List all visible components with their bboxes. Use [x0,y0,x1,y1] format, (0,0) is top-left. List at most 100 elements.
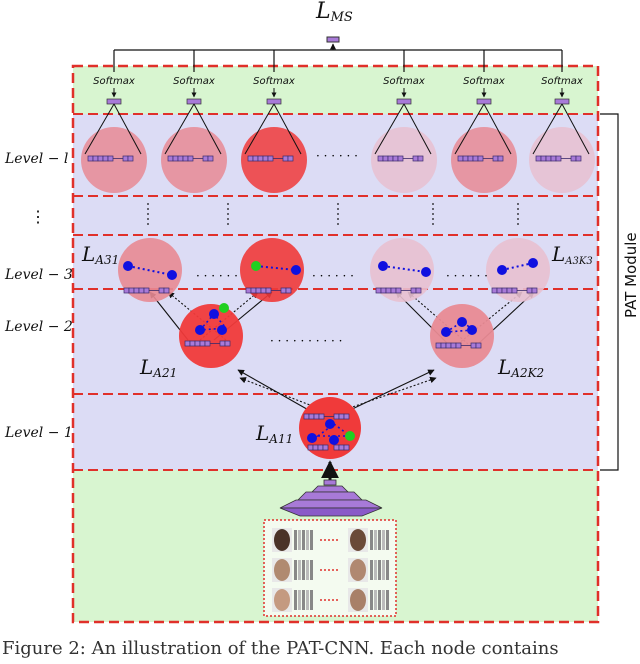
softmax-feature [554,98,570,105]
softmax-label: Softmax [383,76,425,87]
feature-cell [87,155,94,162]
feature-cell [308,413,315,420]
level-l-label: Level − l [4,151,68,167]
fan-line [164,103,195,155]
cnn-layer [297,491,363,501]
level-l-node [161,127,227,193]
level-2-band [73,289,598,394]
feature-vector [184,340,211,347]
feature-vector [470,342,482,349]
ellipsis-dot [337,218,339,220]
cluster-point [497,265,507,275]
feature-cell [318,413,325,420]
feature-cell [202,155,209,162]
feature-cell [97,155,104,162]
feature-vector [87,155,114,162]
feature-vector [412,155,424,162]
cluster-point [219,303,229,313]
feature-vector [410,287,422,294]
face-thumb [274,559,290,581]
feature-cell [262,155,269,162]
feature-cell [317,444,324,451]
softmax-feature [106,98,122,105]
face-strip [382,530,385,550]
ellipsis-dot [517,203,519,205]
cluster-point [167,270,177,280]
cluster-point [528,258,538,268]
feature-cell [462,155,469,162]
cluster-triangle [198,312,228,331]
loss-label-a2k2: LA2K2 [497,355,544,380]
level-l-nodes [81,103,595,193]
feature-vector [377,155,404,162]
feature-vector [219,340,231,347]
softmax-feature [186,98,202,105]
feature-cell [333,413,340,420]
face-thumb [350,559,366,581]
cluster-point [421,267,431,277]
feature-vector [158,287,170,294]
feature-vector [526,287,538,294]
level-l-node [241,127,307,193]
ellipsis-dot [147,213,149,215]
face-strip [370,560,373,580]
feature-cell [143,287,150,294]
level-1-node [299,397,361,480]
feature-cell [540,155,547,162]
feature-cell [333,444,340,451]
ellipsis-dot [337,208,339,210]
softmax-label: Softmax [253,76,295,87]
feature-cell [382,155,389,162]
feature-cell [252,155,259,162]
feature-cell [207,155,214,162]
cluster-point [195,325,205,335]
face-strip [294,530,297,550]
ellipsis-dot [337,223,339,225]
ellipsis-dot [517,223,519,225]
level-2-nodes [179,303,494,368]
feature-vector [123,287,150,294]
feature-cell [182,155,189,162]
feature-vector [491,287,518,294]
ellipsis-dot [517,213,519,215]
cnn-backbone [279,479,383,517]
face-strip [386,590,389,610]
feature-cell [450,342,457,349]
fan-line [454,103,485,155]
face-strip [386,530,389,550]
dotted-edge [337,376,437,413]
loss-label-a21: LA21 [139,355,177,380]
level-3-nodes [118,238,550,302]
input-face-grid [263,519,397,617]
feature-cell [127,155,134,162]
level-1-label: Level − 1 [4,425,73,441]
feature-cell [257,155,264,162]
feature-cell [102,155,109,162]
cluster-link [255,265,297,271]
feature-cell [167,155,174,162]
ellipsis-dot [432,218,434,220]
face-strip [310,530,313,550]
face-thumb [274,589,290,611]
feature-cell [122,155,129,162]
cnn-layer [311,485,349,493]
feature-cell [470,342,477,349]
feature-vector [307,444,329,451]
feature-cell [491,287,498,294]
face-strip [310,590,313,610]
level-l-node [81,127,147,193]
feature-cell [377,155,384,162]
cluster-link [501,262,534,271]
softmax-region [73,66,598,114]
cluster-point [467,325,477,335]
feature-cell [194,340,201,347]
feature-vector [435,342,462,349]
feature-cell [219,340,226,347]
cluster-link [382,265,427,273]
feature-vector [245,287,272,294]
feature-cell [199,340,206,347]
face-strip [302,530,305,550]
level-3-ellipsis-mid: · · · · · · [312,269,354,283]
feature-cell [380,287,387,294]
